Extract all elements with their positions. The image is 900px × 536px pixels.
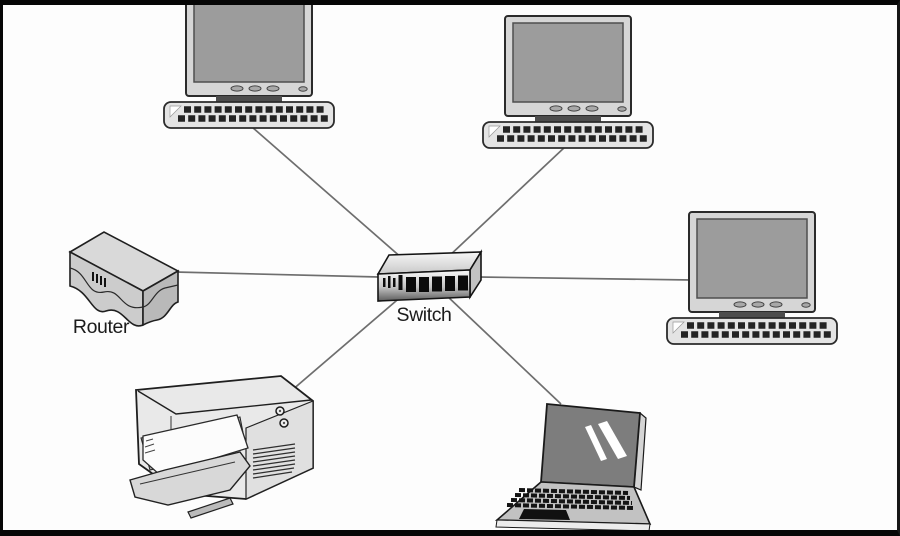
laptop-screen-glare (585, 421, 627, 461)
switch-node (376, 249, 483, 302)
laptop-touchpad (519, 509, 570, 520)
router-groove-line-side (142, 284, 179, 308)
router-groove-line (69, 267, 144, 309)
connection-switch-printer (290, 294, 404, 392)
connections (174, 126, 693, 405)
connection-switch-router (174, 271, 380, 278)
desktop-computer-top-right (483, 16, 653, 148)
connection-switch-laptop (445, 294, 562, 405)
router-label: Router (73, 316, 130, 338)
switch-label: Switch (396, 304, 451, 326)
router-port-ticks (92, 272, 106, 287)
router-front-face (69, 250, 144, 327)
connection-switch-computer-top-left (251, 126, 404, 260)
printer-vents (252, 443, 296, 479)
printer-node (129, 375, 314, 519)
desktop-computer-top-left (164, 0, 334, 128)
printer-foot (187, 497, 234, 519)
connection-switch-computer-top-right (446, 145, 567, 259)
desktop-computer-right (667, 212, 837, 344)
printer-lid-edge (137, 390, 312, 415)
laptop-node (494, 403, 652, 532)
switch-ports (383, 275, 468, 292)
laptop-screen (540, 403, 641, 488)
router-side-face (142, 269, 179, 327)
printer-paper-stack-lines (144, 438, 156, 454)
printer-buttons (275, 406, 289, 428)
router-node (68, 231, 180, 327)
laptop-keyboard-keys (506, 488, 635, 510)
printer-tray-lip (139, 461, 236, 485)
connection-switch-computer-right (477, 276, 693, 281)
